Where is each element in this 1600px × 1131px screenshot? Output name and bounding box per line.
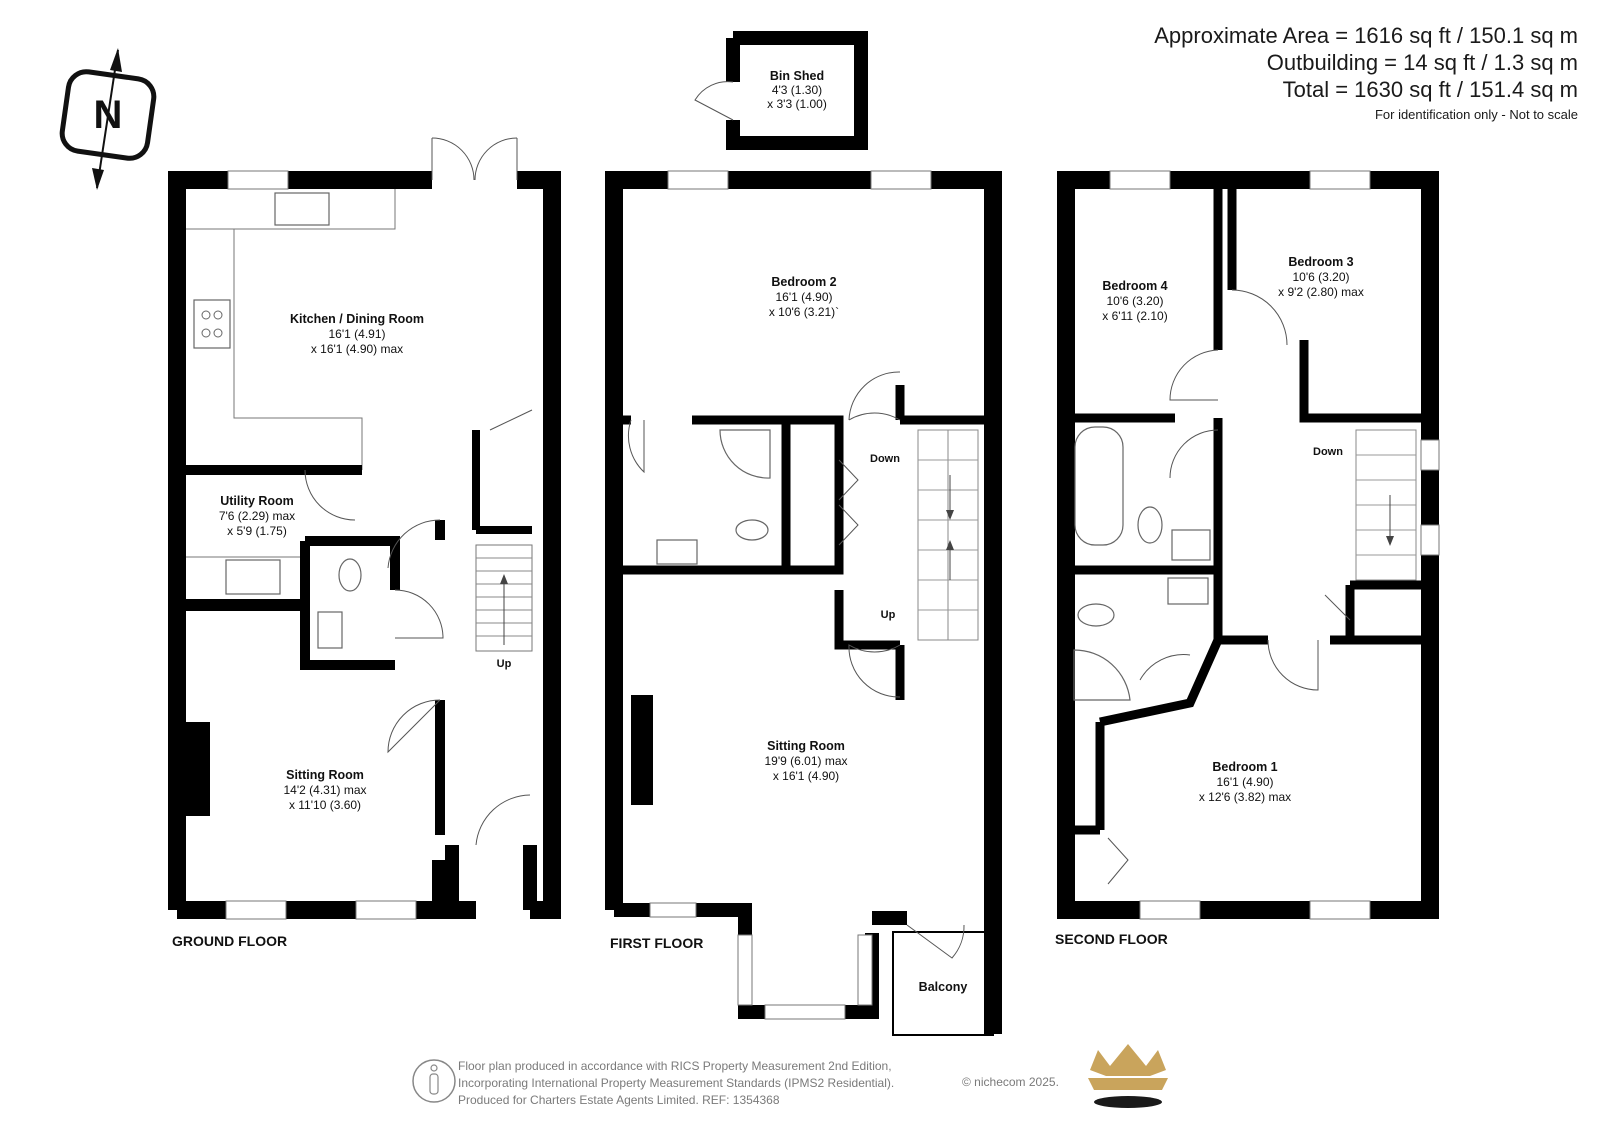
sitting-ground-dim1: 14'2 (4.31) max <box>284 783 367 797</box>
second-stairs-down-label: Down <box>1313 446 1343 458</box>
ground-floor-title: GROUND FLOOR <box>172 933 287 949</box>
sitting-ground-name: Sitting Room <box>286 768 364 782</box>
second-floor: Down Bedroom 4 10'6 (3.20) x 6'11 (2.10)… <box>1055 170 1440 947</box>
bedroom1-name: Bedroom 1 <box>1212 760 1277 774</box>
bedroom2-dim1: 16'1 (4.90) <box>776 290 833 304</box>
second-floor-title: SECOND FLOOR <box>1055 931 1168 947</box>
footer-line-1: Floor plan produced in accordance with R… <box>458 1059 892 1073</box>
sitting-first-dim1: 19'9 (6.01) max <box>765 754 848 768</box>
sitting-first-name: Sitting Room <box>767 739 845 753</box>
ground-floor: Up Kitchen / Dining Room 16'1 (4.91) x 1… <box>168 137 561 949</box>
area-summary: Approximate Area = 1616 sq ft / 150.1 sq… <box>1154 22 1578 122</box>
total-area: Total = 1630 sq ft / 151.4 sq m <box>1282 77 1578 102</box>
first-floor-title: FIRST FLOOR <box>610 935 703 951</box>
identification-note: For identification only - Not to scale <box>1374 107 1578 122</box>
kitchen-dim2: x 16'1 (4.90) max <box>311 342 403 356</box>
copyright-text: © nichecom 2025. <box>962 1075 1059 1089</box>
sitting-first-dim2: x 16'1 (4.90) <box>773 769 839 783</box>
sitting-ground-dim2: x 11'10 (3.60) <box>289 798 361 812</box>
bedroom1-dim2: x 12'6 (3.82) max <box>1199 790 1291 804</box>
bedroom4-dim1: 10'6 (3.20) <box>1107 294 1164 308</box>
kitchen-name: Kitchen / Dining Room <box>290 312 424 326</box>
crown-logo-icon <box>1088 1044 1168 1108</box>
bedroom3-dim2: x 9'2 (2.80) max <box>1278 285 1364 299</box>
bedroom2-dim2: x 10'6 (3.21)` <box>769 305 839 319</box>
first-stairs-up-label: Up <box>881 609 896 621</box>
bin-shed-name: Bin Shed <box>770 69 824 83</box>
kitchen-dim1: 16'1 (4.91) <box>329 327 386 341</box>
bin-shed-dim2: x 3'3 (1.00) <box>767 97 827 111</box>
bin-shed-dim1: 4'3 (1.30) <box>772 83 822 97</box>
utility-dim2: x 5'9 (1.75) <box>227 524 287 538</box>
utility-dim1: 7'6 (2.29) max <box>219 509 295 523</box>
footer-text: Floor plan produced in accordance with R… <box>458 1058 894 1109</box>
first-floor: Balcony Down Up <box>605 170 1002 1036</box>
outbuilding-area: Outbuilding = 14 sq ft / 1.3 sq m <box>1266 50 1578 75</box>
bedroom3-dim1: 10'6 (3.20) <box>1293 270 1350 284</box>
bin-shed: Bin Shed 4'3 (1.30) x 3'3 (1.00) <box>694 31 868 150</box>
balcony-name: Balcony <box>919 980 968 994</box>
first-stairs-down-label: Down <box>870 453 900 465</box>
rics-person-icon <box>412 1059 456 1103</box>
bedroom4-dim2: x 6'11 (2.10) <box>1102 309 1167 323</box>
bedroom3-name: Bedroom 3 <box>1288 255 1353 269</box>
utility-name: Utility Room <box>220 494 294 508</box>
ground-stairs-up-label: Up <box>497 658 512 670</box>
bedroom2-name: Bedroom 2 <box>771 275 836 289</box>
bedroom1-dim1: 16'1 (4.90) <box>1217 775 1274 789</box>
footer-line-2: Incorporating International Property Mea… <box>458 1076 895 1090</box>
bedroom4-name: Bedroom 4 <box>1102 279 1167 293</box>
footer-line-3: Produced for Charters Estate Agents Limi… <box>458 1093 780 1107</box>
compass-label: N <box>94 93 123 137</box>
north-arrow-icon: N <box>59 48 157 190</box>
approximate-area: Approximate Area = 1616 sq ft / 150.1 sq… <box>1154 23 1578 48</box>
